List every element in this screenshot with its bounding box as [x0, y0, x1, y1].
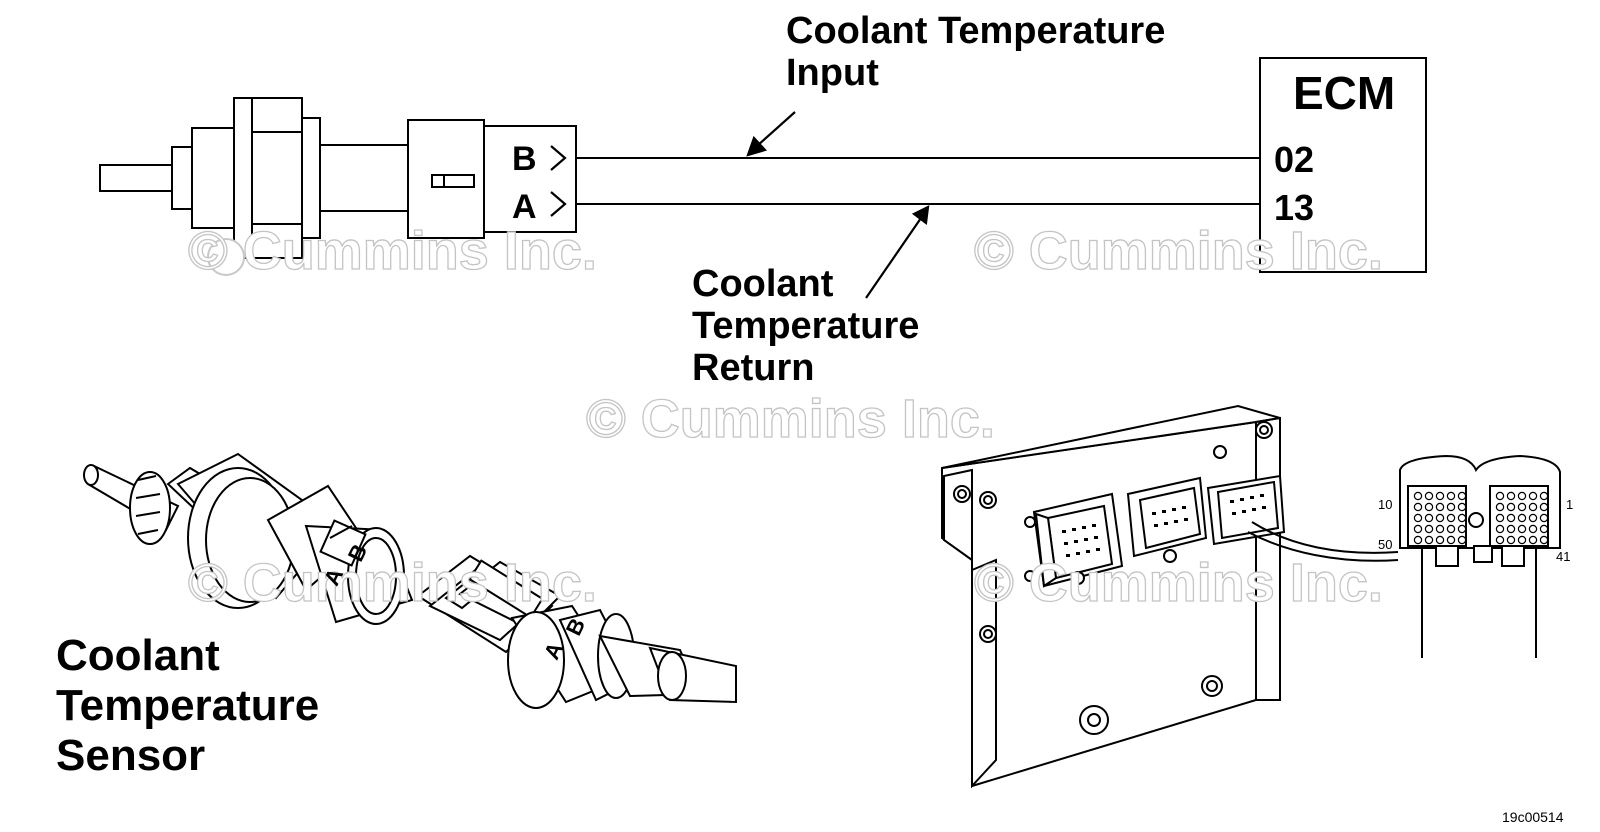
- connector-socket: [1457, 513, 1467, 523]
- input-wire-label-line-1: Coolant Temperature: [786, 10, 1166, 52]
- connector-socket: [1446, 524, 1456, 534]
- connector-socket: [1506, 491, 1516, 501]
- return-wire-label-line-1: Coolant: [692, 263, 834, 305]
- pin-a-label: A: [512, 188, 537, 226]
- connector-socket: [1528, 502, 1538, 512]
- plug-illustration: [416, 554, 737, 709]
- connector-socket: [1528, 513, 1538, 523]
- sensor-label-line-2: Temperature: [56, 681, 320, 730]
- connector-socket: [1528, 491, 1538, 501]
- input-wire-label-line-2: Input: [786, 52, 879, 94]
- sensor-label-line-1: Coolant: [56, 631, 220, 680]
- connector-socket: [1424, 524, 1434, 534]
- harness-wires: [576, 157, 1260, 205]
- pin-number-41: 41: [1556, 549, 1571, 564]
- watermark-1: © Cummins Inc.: [187, 221, 597, 281]
- connector-pin-grid: [1413, 491, 1549, 545]
- callout-arrows: [746, 111, 930, 299]
- pin-number-10: 10: [1378, 497, 1393, 512]
- watermark-2: © Cummins Inc.: [973, 221, 1383, 281]
- connector-socket: [1495, 524, 1505, 534]
- connector-socket: [1495, 502, 1505, 512]
- pin-b-label: B: [512, 140, 537, 178]
- connector-socket: [1435, 535, 1445, 545]
- figure-id: 19c00514: [1502, 809, 1564, 825]
- connector-socket: [1457, 535, 1467, 545]
- connector-socket: [1446, 502, 1456, 512]
- connector-socket: [1528, 524, 1538, 534]
- connector-socket: [1517, 535, 1527, 545]
- connector-socket: [1424, 513, 1434, 523]
- connector-socket: [1446, 535, 1456, 545]
- ecm-box: [1259, 57, 1427, 273]
- connector-socket: [1435, 502, 1445, 512]
- connector-socket: [1435, 524, 1445, 534]
- watermark-3: © Cummins Inc.: [585, 389, 995, 449]
- connector-socket: [1539, 535, 1549, 545]
- connector-socket: [1424, 491, 1434, 501]
- connector-socket: [1435, 491, 1445, 501]
- connector-socket: [1517, 513, 1527, 523]
- connector-socket: [1539, 524, 1549, 534]
- return-wire-label-line-3: Return: [692, 347, 815, 389]
- connector-socket: [1506, 513, 1516, 523]
- connector-socket: [1413, 524, 1423, 534]
- return-wire-label-line-2: Temperature: [692, 305, 920, 347]
- ecm-pin-02: 02: [1274, 139, 1315, 180]
- connector-socket: [1435, 513, 1445, 523]
- connector-socket: [1424, 535, 1434, 545]
- sensor-label-line-3: Sensor: [56, 731, 206, 780]
- connector-socket: [1413, 513, 1423, 523]
- connector-socket: [1517, 491, 1527, 501]
- watermark-4: © Cummins Inc.: [187, 553, 597, 613]
- connector-socket: [1528, 535, 1538, 545]
- connector-socket: [1539, 513, 1549, 523]
- ecm-connector-pins: [1062, 494, 1266, 557]
- connector-closeup: [1399, 454, 1561, 658]
- connector-socket: [1517, 502, 1527, 512]
- connector-socket: [1413, 491, 1423, 501]
- connector-socket: [1506, 502, 1516, 512]
- connector-socket: [1506, 524, 1516, 534]
- connector-socket: [1457, 502, 1467, 512]
- connector-socket: [1539, 491, 1549, 501]
- connector-socket: [1539, 502, 1549, 512]
- connector-socket: [1457, 524, 1467, 534]
- connector-socket: [1424, 502, 1434, 512]
- ecm-pin-13: 13: [1274, 187, 1315, 228]
- pin-chevrons: [550, 145, 567, 217]
- connector-socket: [1413, 502, 1423, 512]
- pin-number-50: 50: [1378, 537, 1393, 552]
- connector-socket: [1495, 513, 1505, 523]
- watermark-5: © Cummins Inc.: [973, 553, 1383, 613]
- connector-socket: [1517, 524, 1527, 534]
- connector-socket: [1457, 491, 1467, 501]
- sensor-schematic: [99, 97, 577, 259]
- connector-socket: [1446, 513, 1456, 523]
- connector-socket: [1446, 491, 1456, 501]
- connector-socket: [1413, 535, 1423, 545]
- detail-leader: [1247, 521, 1399, 562]
- connector-socket: [1506, 535, 1516, 545]
- pin-number-1: 1: [1566, 497, 1574, 512]
- ecm-module: [941, 404, 1286, 789]
- sensor-illustration: [83, 452, 414, 625]
- connector-socket: [1495, 535, 1505, 545]
- watermark-seal: [207, 238, 245, 276]
- ecm-title: ECM: [1293, 67, 1396, 119]
- connector-socket: [1495, 491, 1505, 501]
